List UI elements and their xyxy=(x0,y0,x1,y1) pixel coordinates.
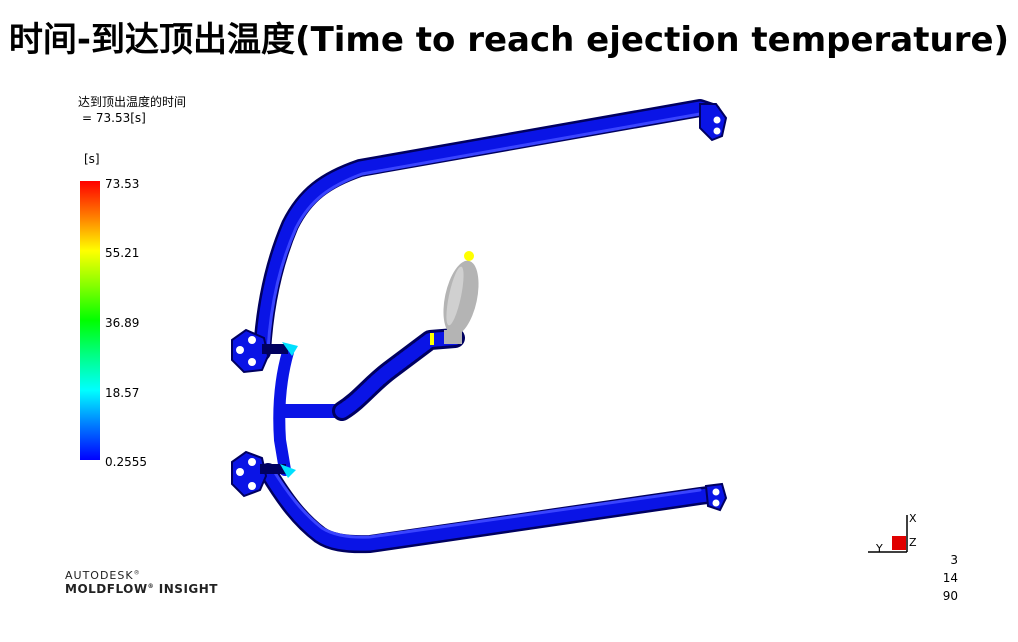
scale-number-1: 3 xyxy=(950,553,958,567)
sprue-insert xyxy=(443,260,479,344)
injection-point-icon xyxy=(464,251,474,261)
result-value: = 73.53[s] xyxy=(82,111,146,125)
legend-tick-max: 73.53 xyxy=(105,177,140,191)
legend-tick-min: 0.2555 xyxy=(105,455,147,469)
axis-z-label: Z xyxy=(909,536,917,549)
legend-unit: [s] xyxy=(84,152,100,166)
vertical-runner xyxy=(273,346,294,476)
lower-end-bracket xyxy=(704,482,728,512)
color-legend-bar xyxy=(80,181,100,460)
page-title: 时间-到达顶出温度(Time to reach ejection tempera… xyxy=(8,20,1010,60)
scale-number-2: 14 xyxy=(942,571,958,585)
legend-tick-2: 55.21 xyxy=(105,246,140,260)
moldflow-insight-logo: MOLDFLOW® INSIGHT xyxy=(65,582,218,596)
upper-end-bracket xyxy=(699,103,728,142)
left-lower-mount xyxy=(231,450,296,498)
legend-tick-4: 18.57 xyxy=(105,386,140,400)
autodesk-logo: AUTODESK® xyxy=(65,569,141,582)
axis-triad xyxy=(868,515,908,553)
scale-number-3: 90 xyxy=(942,589,958,603)
legend-tick-3: 36.89 xyxy=(105,316,140,330)
left-upper-mount xyxy=(231,328,298,374)
axis-y-label: Y xyxy=(876,542,883,555)
result-name: 达到顶出温度的时间 xyxy=(78,95,187,109)
axis-x-label: X xyxy=(909,512,917,525)
